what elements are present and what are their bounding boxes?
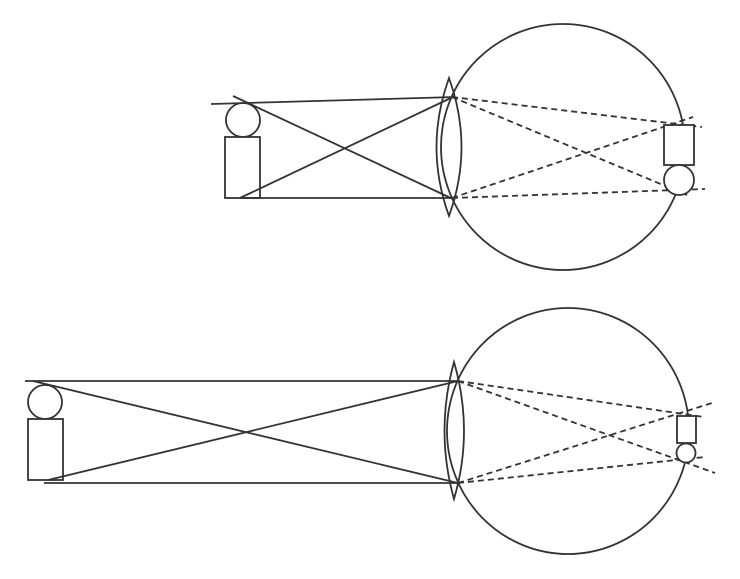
ray-dashed-top-to-bottom xyxy=(457,380,716,474)
ray-cross-up xyxy=(239,95,456,199)
eye-lens xyxy=(443,358,465,503)
ray-cross-up xyxy=(47,380,459,481)
object-head xyxy=(225,102,261,138)
eyeball-outline xyxy=(446,307,690,555)
object-body xyxy=(224,136,261,199)
eye-lens xyxy=(435,75,463,219)
panel-near-object xyxy=(210,23,706,271)
ray-dashed-top-horizontal xyxy=(457,380,705,418)
eyeball-outline xyxy=(440,23,686,271)
ray-dashed-bottom-horizontal xyxy=(451,188,706,199)
image-head xyxy=(675,442,697,464)
image-body xyxy=(676,415,697,444)
image-body xyxy=(663,124,695,166)
ray-dashed-bottom-horizontal xyxy=(457,456,706,484)
ray-dashed-top-horizontal xyxy=(451,96,703,128)
object-head xyxy=(27,384,63,420)
object-body xyxy=(27,418,64,481)
ray-dashed-bottom-to-top xyxy=(451,116,694,199)
ray-dashed-bottom-to-top xyxy=(457,402,713,484)
ray-dashed-top-to-bottom xyxy=(451,96,688,196)
ray-top-horizontal xyxy=(210,96,456,105)
panel-far-object xyxy=(25,307,716,555)
image-head xyxy=(663,164,695,196)
